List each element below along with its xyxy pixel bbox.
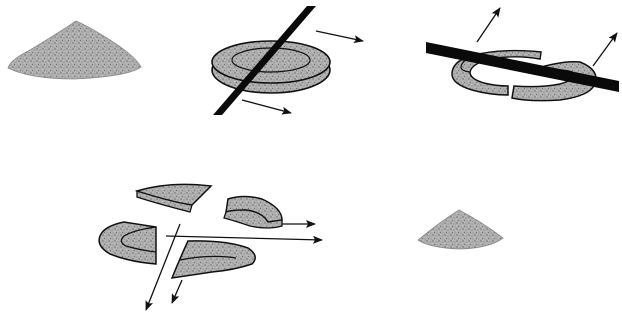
disc-top	[212, 41, 330, 83]
step-2-flatten-and-cut	[212, 6, 363, 115]
arrow-blade-direction-upper	[316, 31, 363, 41]
arrow-down-short	[172, 280, 182, 303]
arrow-blade-direction-lower	[242, 100, 291, 113]
arrow-right-center	[166, 236, 322, 240]
step-1-cone-pile	[8, 21, 141, 79]
step-4-quarters	[99, 184, 322, 310]
arrow-separate-left	[477, 8, 500, 42]
step-3-second-cut	[426, 8, 619, 101]
arrow-separate-right	[593, 33, 617, 66]
step-5-reduced-pile	[418, 210, 503, 249]
cone-pile	[8, 21, 141, 79]
reduced-sample-pile	[418, 210, 503, 249]
